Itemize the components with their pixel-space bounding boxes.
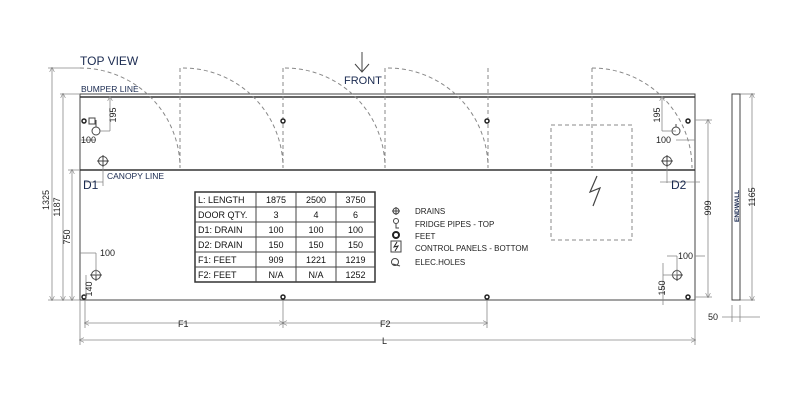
table-cell: 909 bbox=[268, 255, 283, 265]
dim-tr-195: 195 bbox=[652, 107, 662, 122]
dim-50: 50 bbox=[708, 312, 718, 322]
dim-l: L bbox=[382, 336, 387, 346]
feet-markers bbox=[81, 118, 691, 300]
table-cell: 100 bbox=[268, 225, 283, 235]
control-panel-area bbox=[550, 124, 633, 241]
dim-1187: 1187 bbox=[52, 197, 62, 216]
table-cell: 150 bbox=[268, 240, 283, 250]
table-cell: N/A bbox=[308, 270, 323, 280]
canopy-line-label: CANOPY LINE bbox=[107, 171, 164, 181]
door-swings bbox=[79, 67, 693, 169]
dim-f1: F1 bbox=[178, 319, 189, 329]
endwall bbox=[731, 93, 741, 301]
dim-tl-195: 195 bbox=[108, 107, 118, 122]
table-cell: 1219 bbox=[345, 255, 365, 265]
legend: DRAINS FRIDGE PIPES - TOP FEET CONTROL P… bbox=[390, 207, 529, 267]
dim-999: 999 bbox=[703, 200, 713, 215]
table-cell: 6 bbox=[353, 210, 358, 220]
dim-1165: 1165 bbox=[747, 187, 757, 206]
table-cell: 4 bbox=[313, 210, 318, 220]
table-cell: 3750 bbox=[345, 195, 365, 205]
table-cell: 3 bbox=[273, 210, 278, 220]
table-row-label: D1: DRAIN bbox=[198, 225, 243, 235]
legend-control-panels: CONTROL PANELS - BOTTOM bbox=[415, 244, 529, 253]
front-arrow-icon bbox=[354, 52, 370, 73]
table-cell: 100 bbox=[348, 225, 363, 235]
dim-bl-100: 100 bbox=[100, 248, 115, 258]
feet-icon bbox=[392, 231, 400, 239]
bumper-line-label: BUMPER LINE bbox=[81, 84, 139, 94]
dim-1325: 1325 bbox=[41, 190, 51, 210]
legend-elec-holes: ELEC.HOLES bbox=[415, 258, 465, 267]
table-row-label: D2: DRAIN bbox=[198, 240, 243, 250]
dimension-lines bbox=[48, 68, 760, 345]
table-cell: 150 bbox=[308, 240, 323, 250]
table-cell: 2500 bbox=[306, 195, 326, 205]
table-cell: 1221 bbox=[306, 255, 326, 265]
drain-icon bbox=[90, 155, 683, 281]
dim-br-150: 150 bbox=[657, 280, 667, 295]
legend-fridge-pipes: FRIDGE PIPES - TOP bbox=[415, 220, 494, 229]
dim-d1: D1 bbox=[83, 178, 99, 192]
dimension-labels: 1325 1187 750 D1 D2 195 100 100 140 195 … bbox=[41, 107, 757, 346]
fridge-pipe-icon bbox=[393, 218, 399, 229]
table-cell: N/A bbox=[268, 270, 283, 280]
elec-hole-icon bbox=[391, 258, 401, 267]
cabinet-outline bbox=[79, 93, 696, 301]
dim-bl-140: 140 bbox=[84, 281, 94, 296]
control-panel-icon bbox=[588, 175, 602, 207]
table-row-label: F2: FEET bbox=[198, 270, 237, 280]
table-cell: 100 bbox=[308, 225, 323, 235]
dim-tr-100: 100 bbox=[656, 135, 671, 145]
table-row-label: L: LENGTH bbox=[198, 195, 245, 205]
legend-drains: DRAINS bbox=[415, 207, 445, 216]
control-panel-icon bbox=[390, 240, 402, 253]
legend-feet: FEET bbox=[415, 232, 436, 241]
table-cell: 1875 bbox=[266, 195, 286, 205]
table-cell: 150 bbox=[348, 240, 363, 250]
front-label: FRONT bbox=[344, 75, 382, 87]
endwall-label: ENDWALL bbox=[734, 190, 741, 222]
dim-br-100: 100 bbox=[678, 251, 693, 261]
dim-d2: D2 bbox=[671, 178, 687, 192]
table-row-label: F1: FEET bbox=[198, 255, 237, 265]
drain-icon bbox=[392, 207, 400, 215]
table-row-label: DOOR QTY. bbox=[198, 210, 247, 220]
title: TOP VIEW bbox=[80, 54, 139, 68]
dim-tl-100: 100 bbox=[81, 135, 96, 145]
dim-750: 750 bbox=[62, 229, 72, 244]
table-cell: 1252 bbox=[345, 270, 365, 280]
dim-f2: F2 bbox=[380, 319, 391, 329]
